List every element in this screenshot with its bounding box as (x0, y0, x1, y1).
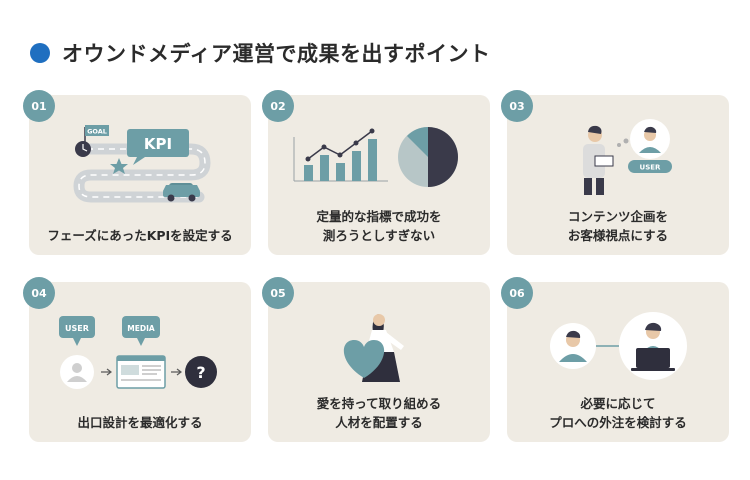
user-pill (628, 160, 672, 173)
card-02: 02 定量的な指標で成功を 測ろうとしすぎない (262, 90, 490, 255)
page-header: オウンドメディア運営で成果を出すポイント (30, 38, 491, 68)
laptop-icon (636, 348, 670, 368)
card-number: 03 (501, 90, 533, 122)
pie-chart (398, 127, 458, 187)
bar-5 (368, 139, 377, 181)
exit-design-illustration: USER MEDIA ? (59, 316, 217, 389)
card-04: 04 USER MEDIA ? 出口設計を最適化する (23, 277, 251, 442)
star-icon (110, 158, 128, 174)
arrow-icon (101, 368, 112, 376)
card-01: 01 GOAL KPI フェーズにあったKPIを設定する (23, 90, 251, 255)
metrics-chart-illustration (293, 127, 458, 187)
card-caption: 愛を持って取り組める 人材を配置する (316, 396, 442, 430)
outsourcing-illustration (550, 312, 687, 380)
bar-3 (336, 163, 345, 181)
card-number: 04 (23, 277, 55, 309)
goal-flag (85, 125, 109, 136)
card-number: 06 (501, 277, 533, 309)
kpi-label: KPI (144, 135, 172, 153)
bar-1 (304, 165, 313, 181)
title-bullet-icon (30, 43, 50, 63)
question-icon (185, 356, 217, 388)
card-number: 05 (262, 277, 294, 309)
client-avatar-icon (550, 323, 596, 369)
card-03: 03 USER コンテンツ企画を お客様視点にする (501, 90, 729, 255)
card-caption: コンテンツ企画を お客様視点にする (567, 209, 669, 243)
card-caption: 出口設計を最適化する (77, 415, 203, 430)
page-title: オウンドメディア運営で成果を出すポイント (62, 42, 491, 66)
professional-avatar-icon (619, 312, 687, 380)
card-caption: フェーズにあったKPIを設定する (47, 228, 233, 243)
user-label: USER (640, 164, 662, 172)
kpi-bubble (127, 129, 189, 157)
media-bubble (122, 316, 160, 338)
user-bubble (59, 316, 95, 338)
person-icon (583, 125, 614, 195)
user-label: USER (65, 324, 89, 333)
user-perspective-illustration: USER (583, 119, 672, 195)
card-number: 02 (262, 90, 294, 122)
card-caption: 必要に応じて プロへの外注を検討する (549, 396, 687, 430)
card-06: 06 必要に応じて プロへの外注を検討する (501, 277, 729, 442)
car-icon (163, 183, 200, 202)
bar-4 (352, 151, 361, 181)
kpi-roadmap-illustration: GOAL KPI (73, 125, 211, 203)
heart-icon (343, 340, 385, 378)
card-caption: 定量的な指標で成功を 測ろうとしすぎない (316, 209, 442, 243)
goal-label: GOAL (87, 128, 107, 136)
arrow-icon (171, 368, 182, 376)
bar-2 (320, 155, 329, 181)
browser-window-icon (116, 355, 166, 389)
card-05: 05 愛を持って取り組める 人材を配置する (262, 277, 490, 442)
card-number: 01 (23, 90, 55, 122)
media-label: MEDIA (127, 324, 155, 333)
question-label: ? (196, 363, 205, 382)
heart-person-illustration (343, 314, 404, 382)
